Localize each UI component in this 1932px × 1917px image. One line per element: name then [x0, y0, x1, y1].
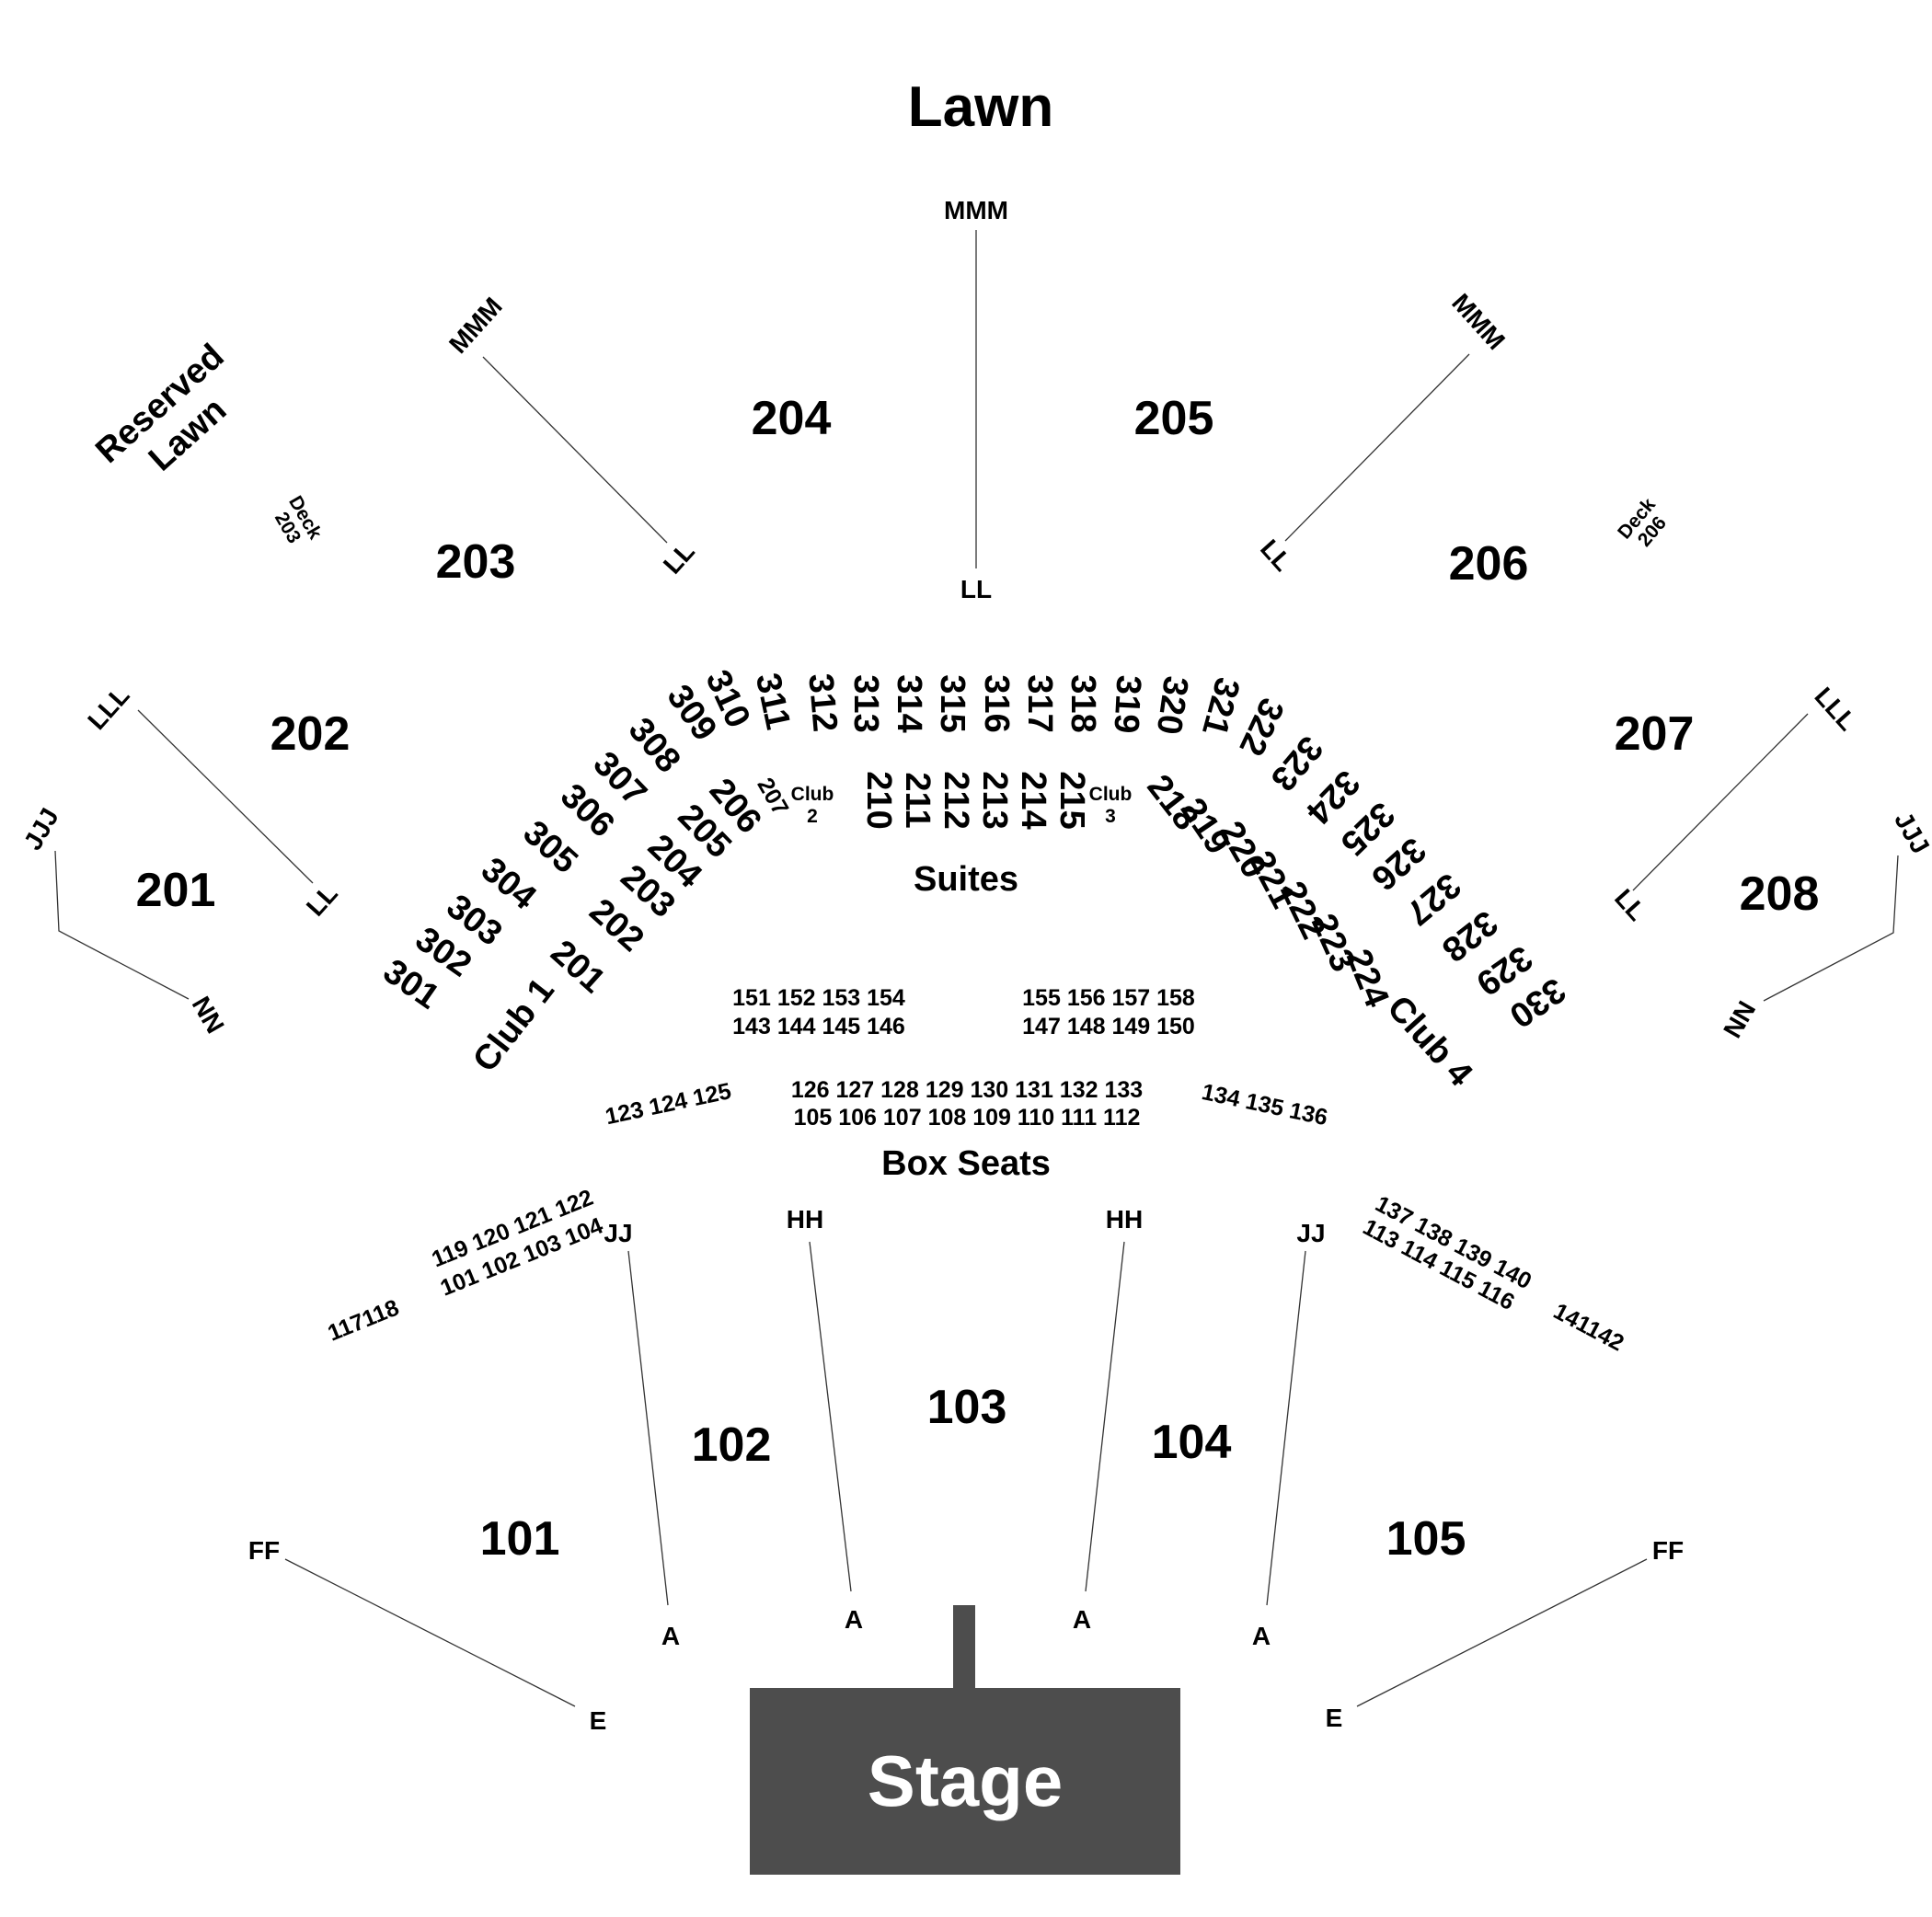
- box-arc-134-136[interactable]: 134 135 136: [1200, 1079, 1330, 1131]
- section-319[interactable]: 319: [1106, 674, 1147, 735]
- box-row-126-133[interactable]: 126 127 128 129 130 131 132 133: [791, 1077, 1143, 1103]
- section-312[interactable]: 312: [800, 672, 844, 734]
- guide-line-ff-right: [1356, 1558, 1648, 1707]
- guide-line-upper-right: [1284, 353, 1470, 542]
- club-3-line-2: 3: [1105, 806, 1116, 827]
- guide-line-left-jjj: [54, 850, 190, 1000]
- section-204[interactable]: 204: [752, 392, 832, 445]
- row-mmm-center: MMM: [944, 196, 1008, 224]
- row-jj-right: JJ: [1296, 1219, 1325, 1247]
- section-213[interactable]: 213: [975, 771, 1014, 829]
- row-nn-right: NN: [1718, 996, 1761, 1043]
- row-ff-left: FF: [248, 1536, 280, 1565]
- stage[interactable]: Stage: [750, 1605, 1180, 1875]
- guide-line-ff-left: [284, 1558, 576, 1707]
- section-101[interactable]: 101: [480, 1512, 560, 1566]
- club-2-label[interactable]: Club 2: [791, 784, 834, 827]
- section-313[interactable]: 313: [846, 674, 885, 732]
- box-wing-141-142[interactable]: 141142: [1549, 1298, 1628, 1356]
- section-315[interactable]: 315: [933, 674, 972, 732]
- stage-label: Stage: [868, 1740, 1063, 1821]
- section-211[interactable]: 211: [898, 772, 937, 828]
- box-row-155-158[interactable]: 155 156 157 158: [1022, 985, 1195, 1011]
- row-jjj-right: JJJ: [1889, 807, 1932, 858]
- row-lll-right: LLL: [1809, 682, 1861, 736]
- section-320[interactable]: 320: [1149, 673, 1195, 737]
- reserved-lawn-label: Reserved Lawn: [88, 337, 234, 478]
- section-317[interactable]: 317: [1020, 674, 1059, 732]
- section-201[interactable]: 201: [136, 864, 216, 917]
- row-mmm-left: MMM: [443, 292, 508, 359]
- club-3-line-1: Club: [1089, 784, 1133, 805]
- guide-line-jj-right: [1266, 1250, 1306, 1606]
- suites-label: Suites: [914, 860, 1018, 899]
- box-seats-label: Box Seats: [881, 1144, 1051, 1183]
- row-ll-right: LL: [1255, 534, 1297, 577]
- section-212[interactable]: 212: [937, 771, 975, 829]
- section-104[interactable]: 104: [1152, 1416, 1232, 1469]
- guide-line-hh-left: [809, 1241, 852, 1592]
- section-207[interactable]: 207: [1615, 707, 1695, 761]
- box-row-143-146[interactable]: 143 144 145 146: [732, 1014, 905, 1039]
- guide-line-right-jjj: [1763, 855, 1899, 1002]
- box-arc-123-125[interactable]: 123 124 125: [603, 1078, 733, 1130]
- row-a-2: A: [845, 1605, 863, 1634]
- deck-206-label: Deck 206: [1614, 494, 1671, 551]
- section-208[interactable]: 208: [1740, 867, 1820, 921]
- guide-line-hh-right: [1085, 1241, 1125, 1592]
- club-2-line-2: 2: [807, 806, 818, 827]
- section-318[interactable]: 318: [1064, 674, 1102, 732]
- section-214[interactable]: 214: [1014, 771, 1052, 829]
- row-nn-left: NN: [187, 992, 230, 1039]
- box-wing-117-118[interactable]: 117118: [324, 1294, 402, 1346]
- row-jjj-left: JJJ: [18, 803, 64, 855]
- row-ll-left: LL: [658, 537, 700, 580]
- box-row-151-154[interactable]: 151 152 153 154: [732, 985, 905, 1011]
- section-224[interactable]: 224: [1339, 944, 1397, 1013]
- section-205[interactable]: 205: [1134, 392, 1214, 445]
- section-311[interactable]: 311: [748, 670, 798, 733]
- club-3-label[interactable]: Club 3: [1089, 784, 1133, 827]
- row-ll-center: LL: [960, 575, 992, 603]
- section-203[interactable]: 203: [436, 535, 516, 589]
- stage-platform: [750, 1688, 1180, 1875]
- row-ff-right: FF: [1652, 1536, 1684, 1565]
- section-105[interactable]: 105: [1386, 1512, 1466, 1566]
- row-a-1: A: [661, 1622, 680, 1650]
- section-103[interactable]: 103: [927, 1381, 1007, 1434]
- row-a-3: A: [1073, 1605, 1091, 1634]
- row-hh-left: HH: [787, 1205, 823, 1234]
- section-206[interactable]: 206: [1449, 537, 1529, 591]
- row-ll-right-lower: LL: [1609, 884, 1651, 926]
- box-row-105-112[interactable]: 105 106 107 108 109 110 111 112: [794, 1105, 1141, 1131]
- section-314[interactable]: 314: [890, 674, 928, 732]
- row-ll-left-lower: LL: [301, 879, 343, 922]
- guide-line-right-lll: [1632, 713, 1809, 891]
- section-316[interactable]: 316: [977, 674, 1016, 732]
- club-2-line-1: Club: [791, 784, 834, 805]
- box-row-147-150[interactable]: 147 148 149 150: [1022, 1014, 1195, 1039]
- club-4-label[interactable]: Club 4: [1379, 989, 1479, 1094]
- club-1-label[interactable]: Club 1: [466, 971, 562, 1079]
- stage-runway: [953, 1605, 975, 1693]
- row-e-left: E: [590, 1706, 607, 1735]
- guide-line-upper-left: [482, 356, 668, 544]
- row-jj-left: JJ: [604, 1219, 632, 1247]
- section-102[interactable]: 102: [692, 1418, 772, 1472]
- guide-line-left-lll: [137, 709, 314, 884]
- row-lll-left: LLL: [82, 681, 134, 735]
- row-mmm-right: MMM: [1446, 288, 1511, 355]
- deck-203-label: Deck 203: [270, 492, 326, 546]
- guide-line-jj-left: [627, 1250, 669, 1606]
- lawn-label: Lawn: [908, 75, 1053, 139]
- row-a-4: A: [1252, 1622, 1271, 1650]
- row-e-right: E: [1326, 1704, 1343, 1732]
- section-210[interactable]: 210: [859, 771, 898, 829]
- row-hh-right: HH: [1106, 1205, 1143, 1234]
- section-202[interactable]: 202: [270, 707, 351, 761]
- section-215[interactable]: 215: [1052, 771, 1091, 829]
- row-guide-lines: [54, 230, 1899, 1707]
